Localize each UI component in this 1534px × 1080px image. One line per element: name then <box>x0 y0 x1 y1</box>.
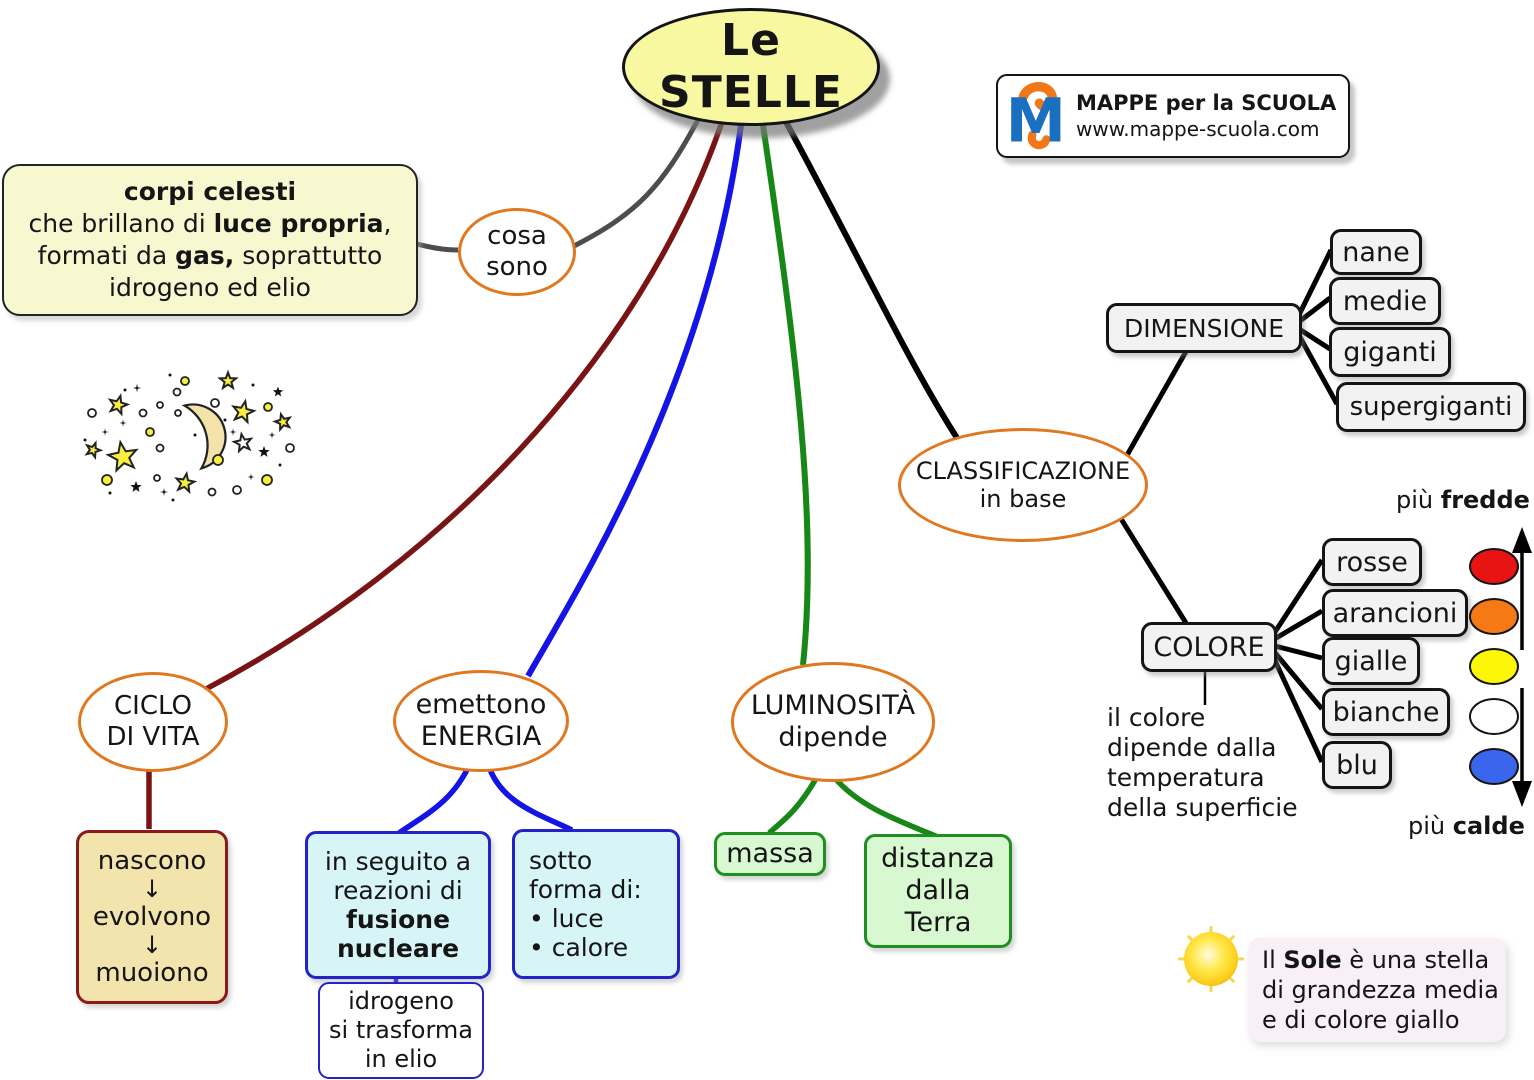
arrow-up-icon <box>1512 527 1532 553</box>
color-dot-gialle <box>1469 648 1519 685</box>
dimensione-node: DIMENSIONE <box>1106 303 1302 353</box>
yellow-dots <box>101 376 273 486</box>
logo-monogram-icon: M <box>1006 82 1066 151</box>
scale-label-fredde: più fredde <box>1396 486 1530 514</box>
branch-luminosita-line <box>760 124 811 666</box>
colore-child-blu: blu <box>1322 741 1392 789</box>
yellow-stars <box>83 371 293 494</box>
tiny-dots <box>83 373 282 502</box>
colore-node: COLORE <box>1141 622 1277 672</box>
black-stars <box>101 383 284 496</box>
dimensione-child-medie: medie <box>1329 277 1441 325</box>
bullet-item: • calore <box>529 933 629 962</box>
luminosita-node: LUMINOSITÀ dipende <box>731 662 935 782</box>
page-title: Le STELLE <box>659 15 843 118</box>
colore-child-rosse: rosse <box>1322 538 1422 586</box>
colore-child-arancioni: arancioni <box>1322 589 1468 637</box>
energia-node: emettono ENERGIA <box>393 670 569 772</box>
colore-child-gialle: gialle <box>1322 637 1420 685</box>
logo-monogram-letter: M <box>1006 87 1066 151</box>
dimensione-child-nane: nane <box>1330 229 1422 275</box>
energia-fusione-line <box>397 762 473 836</box>
luminosita-distanza-line <box>831 775 940 840</box>
dimensione-child-giganti: giganti <box>1329 327 1451 377</box>
color-dot-blu <box>1469 748 1519 785</box>
color-dot-arancioni <box>1469 598 1519 635</box>
branch-energia-line <box>525 124 744 678</box>
colore-bianche-line <box>1269 646 1324 711</box>
white-star <box>232 431 254 453</box>
logo-text: MAPPE per la SCUOLA www.mappe-scuola.com <box>1076 90 1336 141</box>
down-arrow-icon: ↓ <box>141 930 163 959</box>
open-dots <box>87 387 295 497</box>
cosa-sono-definizione-line <box>412 240 459 253</box>
definizione-line-2: che brillano di luce propria, <box>28 209 392 238</box>
sun-icon <box>1178 926 1244 992</box>
classificazione-colore-line <box>1115 512 1189 625</box>
color-dot-bianche <box>1469 698 1519 735</box>
logo-name: MAPPE per la SCUOLA <box>1076 91 1337 116</box>
colore-child-bianche: bianche <box>1322 688 1450 736</box>
sole-note-line-1: Il Sole è una stella <box>1262 946 1490 974</box>
classificazione-node: CLASSIFICAZIONE in base <box>898 428 1148 542</box>
colore-arancioni-line <box>1269 608 1324 644</box>
branch-classificazione-line <box>783 120 960 440</box>
definizione-line-3: formati da gas, soprattutto <box>37 241 383 270</box>
ciclo-fasi-box: nascono ↓ evolvono ↓ muoiono <box>76 830 228 1004</box>
scale-label-calde: più calde <box>1408 812 1525 840</box>
moon-stars-illustration <box>83 371 295 502</box>
colore-note: il colore dipende dalla temperatura dell… <box>1107 703 1298 822</box>
forma-box: sotto forma di: • luce • calore <box>512 829 680 979</box>
colore-rosse-line <box>1268 558 1325 640</box>
cosa-sono-node: cosa sono <box>458 208 576 296</box>
sole-note-box: Il Sole è una stella di grandezza media … <box>1248 938 1506 1042</box>
fusione-box: in seguito a reazioni di fusione nuclear… <box>305 831 491 979</box>
logo-url[interactable]: www.mappe-scuola.com <box>1076 116 1320 141</box>
logo-badge: M MAPPE per la SCUOLA www.mappe-scuola.c… <box>996 74 1350 158</box>
bullet-item: • luce <box>529 904 604 933</box>
crescent-moon-icon <box>181 403 227 471</box>
arrow-down-icon <box>1512 781 1532 807</box>
definizione-line-4: idrogeno ed elio <box>109 273 311 302</box>
definizione-line-1: corpi celesti <box>123 177 297 206</box>
dimensione-child-supergiganti: supergiganti <box>1336 382 1526 432</box>
down-arrow-icon: ↓ <box>141 874 163 903</box>
energia-forma-line <box>485 763 574 833</box>
ciclo-di-vita-node: CICLO DI VITA <box>78 672 228 772</box>
branch-cosa-sono-line <box>572 114 703 249</box>
classificazione-dimensione-line <box>1123 346 1191 459</box>
luminosita-massa-line <box>767 775 820 836</box>
idrogeno-box: idrogeno si trasforma in elio <box>318 982 484 1079</box>
color-dot-rosse <box>1469 548 1519 585</box>
massa-box: massa <box>714 832 826 876</box>
colore-gialle-line <box>1270 642 1323 661</box>
definizione-box: corpi celesti che brillano di luce propr… <box>2 164 418 316</box>
distanza-box: distanza dalla Terra <box>864 834 1012 948</box>
title-node: Le STELLE <box>622 8 880 126</box>
